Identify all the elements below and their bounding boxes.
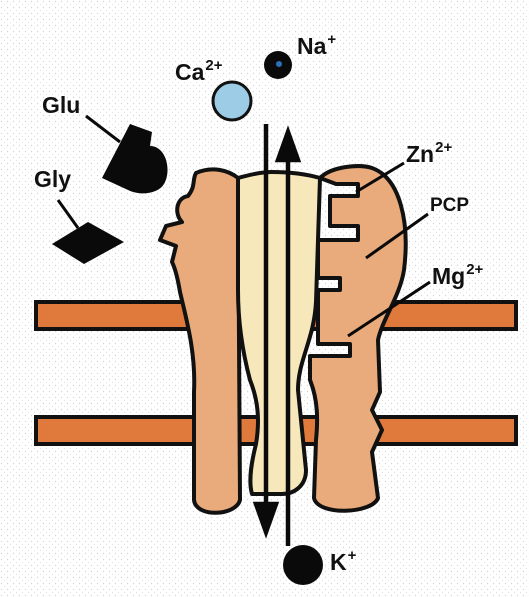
zinc-symbol: Zn: [406, 141, 434, 167]
sodium-ion-highlight: [276, 61, 282, 67]
sodium-charge: +: [327, 31, 336, 48]
zinc-charge: 2+: [435, 139, 452, 156]
calcium-label: Ca2+: [175, 58, 223, 84]
magnesium-symbol: Mg: [432, 263, 465, 289]
calcium-symbol: Ca: [175, 59, 204, 85]
potassium-charge: +: [348, 547, 357, 564]
glu-label: Glu: [42, 94, 80, 117]
potassium-ion: [283, 545, 323, 585]
magnesium-label: Mg2+: [432, 262, 483, 288]
nmda-receptor-channel: [160, 166, 406, 513]
potassium-label: K+: [330, 548, 356, 574]
pcp-label: PCP: [430, 196, 469, 215]
sodium-symbol: Na: [297, 33, 326, 59]
gly-label: Gly: [34, 168, 71, 191]
zinc-label: Zn2+: [406, 140, 452, 166]
calcium-ion: [213, 82, 251, 120]
calcium-charge: 2+: [205, 57, 222, 74]
potassium-symbol: K: [330, 549, 347, 575]
magnesium-charge: 2+: [466, 261, 483, 278]
sodium-label: Na+: [297, 32, 336, 58]
